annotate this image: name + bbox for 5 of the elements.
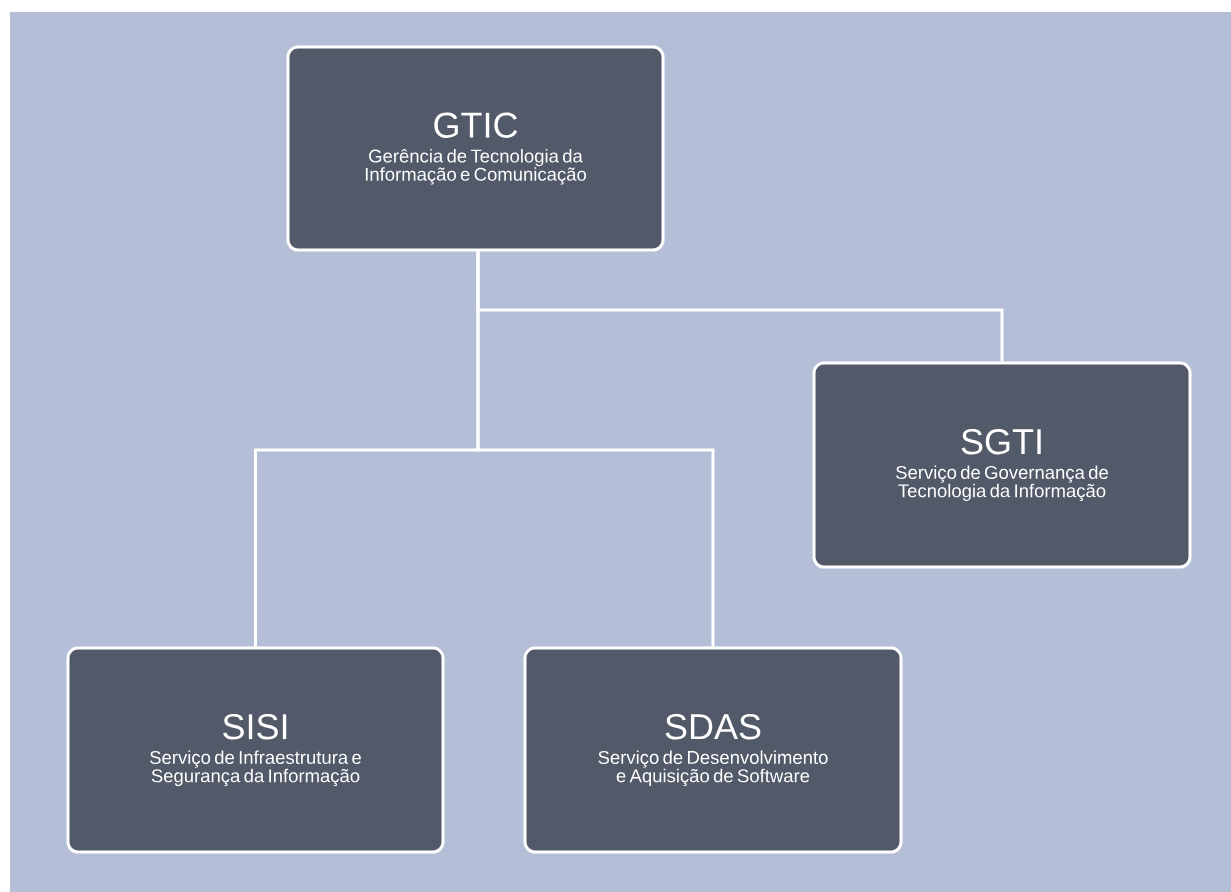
connector-line (476, 251, 715, 647)
org-box: SGTI Serviço de Governança de Tecnologia da Informação (812, 361, 1192, 569)
org-box: GTIC Gerência de Tecnologia da Informação e Comunicação (286, 45, 665, 252)
org-box: SDAS Serviço de Desenvolvimento e Aquisição de Software (523, 646, 903, 854)
org-box: SISI Serviço de Infraestrutura e Segurança da Informação (66, 646, 445, 854)
